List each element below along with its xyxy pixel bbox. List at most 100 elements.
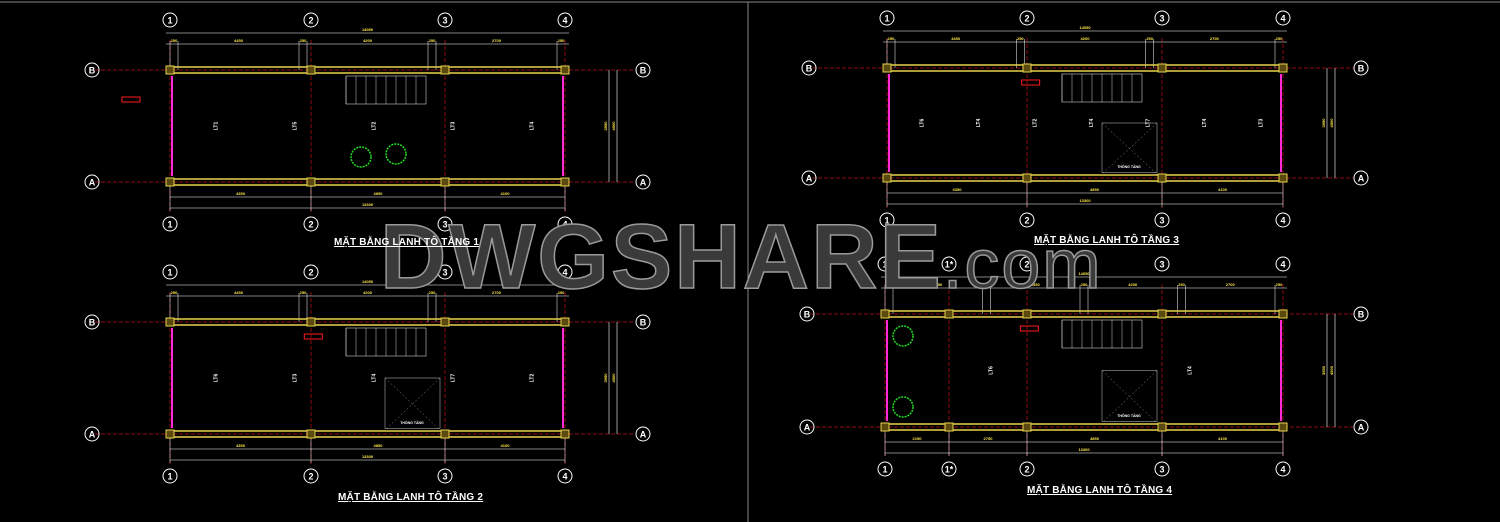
grid-bubble-label: B bbox=[89, 318, 96, 328]
grid-bubble-3 bbox=[437, 216, 453, 232]
grid-bubble-2 bbox=[1019, 256, 1035, 272]
grid-bubble-1 bbox=[162, 468, 178, 484]
grid-bubble-2 bbox=[303, 12, 319, 28]
dimension-total-bottom: 13300 bbox=[362, 454, 374, 459]
dimension-top-value: 4450 bbox=[234, 38, 244, 43]
grid-bubble-4 bbox=[557, 12, 573, 28]
grid-bubble-label: A bbox=[1358, 174, 1365, 184]
column bbox=[165, 429, 175, 439]
grid-bubble-B bbox=[801, 60, 817, 76]
grid-bubble-label: 3 bbox=[1159, 14, 1164, 24]
column bbox=[306, 429, 316, 439]
dimension-top-value: 2700 bbox=[1226, 282, 1236, 287]
grid-bubble-label: 2 bbox=[308, 472, 313, 482]
dimension-bottom-value: 2150 bbox=[913, 436, 923, 441]
grid-bubble-label: 4 bbox=[562, 16, 567, 26]
grid-bubble-label: 1 bbox=[884, 216, 889, 226]
column bbox=[306, 65, 316, 75]
dimension-bottom-value: 4100 bbox=[501, 191, 511, 196]
void-label: THÔNG TẦNG bbox=[1117, 164, 1141, 169]
dimension-top-value: 250 bbox=[1146, 36, 1153, 41]
column bbox=[560, 317, 570, 327]
lintel-label-lt2: LT2 bbox=[530, 374, 536, 383]
void-outline bbox=[1101, 370, 1158, 422]
grid-bubble-B bbox=[84, 314, 100, 330]
lintel-label-lt2: LT2 bbox=[1032, 119, 1038, 128]
column bbox=[1157, 422, 1167, 432]
grid-bubble-4 bbox=[557, 216, 573, 232]
dimension-top-value: 250 bbox=[171, 38, 178, 43]
void-cross bbox=[1101, 370, 1158, 424]
grid-bubble-label: 1* bbox=[945, 465, 954, 475]
grid-bubble-label: 2 bbox=[308, 220, 313, 230]
grid-bubble-label: A bbox=[1358, 423, 1365, 433]
grid-bubble-label: B bbox=[806, 64, 813, 74]
grid-bubble-label: A bbox=[89, 178, 96, 188]
lintel-label-lt6: LT6 bbox=[919, 119, 925, 128]
dimension-total-bottom: 13300 bbox=[1079, 198, 1091, 203]
grid-bubble-B bbox=[1353, 60, 1369, 76]
column bbox=[440, 317, 450, 327]
grid-bubble-label: 4 bbox=[1280, 260, 1285, 270]
lintel-label-lt4: LT4 bbox=[1202, 119, 1208, 128]
dimension-top-value: 250 bbox=[983, 282, 990, 287]
void-cross bbox=[384, 377, 441, 431]
dimension-top-value: 250 bbox=[558, 38, 565, 43]
dimension-top-value: 1850 bbox=[933, 282, 943, 287]
grid-bubble-label: 4 bbox=[562, 220, 567, 230]
dimension-top-value: 250 bbox=[886, 282, 893, 287]
dimension-bottom-value: 4850 bbox=[1090, 187, 1100, 192]
column bbox=[1022, 63, 1032, 73]
dimension-top-value: 2700 bbox=[1210, 36, 1220, 41]
dimension-top-value: 250 bbox=[300, 290, 307, 295]
grid-bubble-label: 2 bbox=[1024, 216, 1029, 226]
grid-bubble-A bbox=[1353, 170, 1369, 186]
grid-bubble-label: A bbox=[806, 174, 813, 184]
lintel-label-lt4: LT4 bbox=[530, 122, 536, 131]
column bbox=[165, 177, 175, 187]
plan-title-tang-1: MẶT BẰNG LANH TÔ TẦNG 1 bbox=[334, 237, 480, 248]
grid-bubble-4 bbox=[557, 264, 573, 280]
grid-bubble-A bbox=[84, 174, 100, 190]
grid-bubble-2 bbox=[1019, 212, 1035, 228]
grid-bubble-label: 3 bbox=[1159, 216, 1164, 226]
grid-bubble-label: 1 bbox=[167, 16, 172, 26]
tree-icon bbox=[350, 146, 372, 168]
grid-bubble-1 bbox=[162, 216, 178, 232]
grid-bubble-label: 3 bbox=[1159, 465, 1164, 475]
dimension-bottom-value: 4100 bbox=[1218, 436, 1228, 441]
stair-outline bbox=[345, 327, 427, 357]
dimension-top-value: 250 bbox=[429, 290, 436, 295]
grid-bubble-label: 2 bbox=[308, 268, 313, 278]
column bbox=[1278, 173, 1288, 183]
lintel-label-lt5: LT5 bbox=[293, 122, 299, 131]
grid-bubble-label: 1 bbox=[167, 220, 172, 230]
grid-bubble-label: 4 bbox=[1280, 465, 1285, 475]
grid-bubble-label: 4 bbox=[562, 472, 567, 482]
dimension-top-value: 250 bbox=[429, 38, 436, 43]
lintel-label-lt7: LT7 bbox=[451, 374, 457, 383]
dimension-top-value: 4200 bbox=[1128, 282, 1138, 287]
grid-bubble-label: B bbox=[1358, 310, 1365, 320]
column bbox=[440, 429, 450, 439]
grid-bubble-1 bbox=[162, 12, 178, 28]
grid-bubble-2 bbox=[303, 216, 319, 232]
grid-bubble-label: A bbox=[640, 178, 647, 188]
grid-bubble-A bbox=[635, 426, 651, 442]
dimension-top-value: 250 bbox=[888, 36, 895, 41]
grid-bubble-label: 3 bbox=[442, 472, 447, 482]
grid-bubble-A bbox=[799, 419, 815, 435]
grid-bubble-label: 3 bbox=[442, 220, 447, 230]
column bbox=[440, 65, 450, 75]
dimension-total-top: 14050 bbox=[1078, 271, 1090, 276]
grid-bubble-1 bbox=[877, 461, 893, 477]
grid-bubble-label: A bbox=[804, 423, 811, 433]
stair-outline bbox=[1061, 73, 1143, 103]
lintel-label-lt4: LT4 bbox=[976, 119, 982, 128]
grid-bubble-label: B bbox=[1358, 64, 1365, 74]
watermark-main: DWGSHARE bbox=[379, 205, 943, 309]
grid-bubble-B bbox=[799, 306, 815, 322]
